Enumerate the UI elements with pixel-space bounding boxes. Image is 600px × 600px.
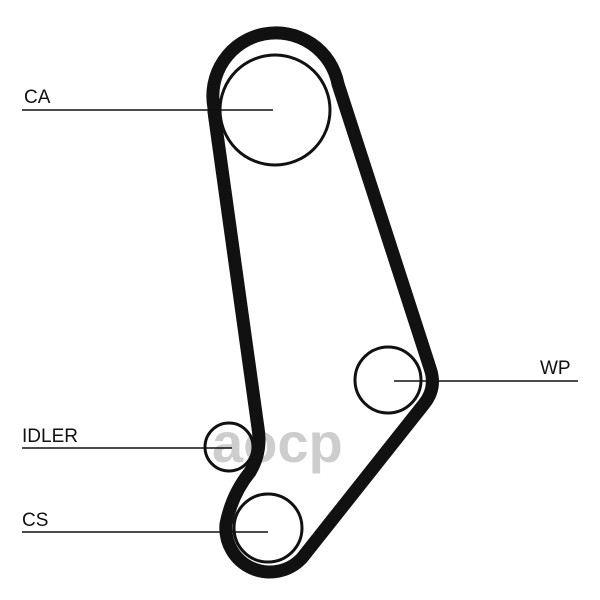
ca-label: CA xyxy=(24,87,51,108)
watermark: aocp xyxy=(212,411,343,474)
water-pump-pulley xyxy=(353,345,423,415)
crankshaft-pulley xyxy=(232,492,304,564)
timing-belt xyxy=(206,26,439,579)
idler-label: IDLER xyxy=(22,426,78,447)
cs-label: CS xyxy=(22,510,48,531)
wp-label: WP xyxy=(540,358,571,379)
